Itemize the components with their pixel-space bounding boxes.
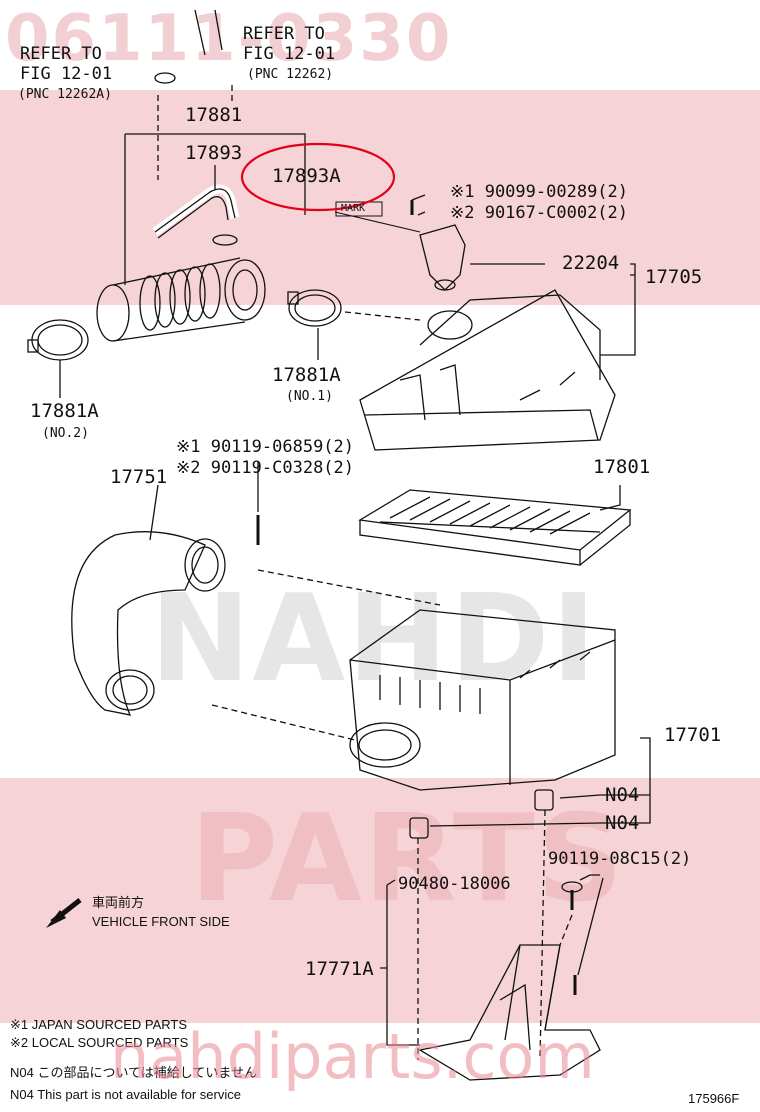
grommet-n04-b: [409, 817, 429, 839]
label-90119-08c15: 90119-08C15(2): [548, 849, 692, 869]
label-17893: 17893: [185, 142, 243, 164]
label-90480-18006: 90480-18006: [398, 874, 511, 894]
label-17771a: 17771A: [305, 958, 374, 980]
label-17801: 17801: [593, 456, 651, 478]
label-bolt-local: ※2 90167-C0002(2): [450, 203, 629, 223]
legend-n04-jp: N04 この部品については補給していません: [10, 1065, 258, 1080]
refer-right-line1: REFER TO: [243, 24, 325, 44]
label-17751: 17751: [110, 466, 168, 488]
legend-n04-en: N04 This part is not available for servi…: [10, 1087, 241, 1102]
label-n04-a: N04: [605, 784, 640, 806]
label-no2: (NO.2): [42, 426, 89, 441]
label-n04-b: N04: [605, 812, 640, 834]
label-bolt-japan: ※1 90099-00289(2): [450, 182, 629, 202]
label-screw-local: ※2 90119-C0328(2): [176, 458, 355, 478]
refer-right-line2: FIG 12-01: [243, 44, 336, 64]
intake-hose-17881: [96, 257, 266, 342]
refer-right-line3: (PNC 12262): [247, 67, 334, 82]
watermark-band-bottom: [0, 778, 760, 1023]
legend-japan-sourced: ※1 JAPAN SOURCED PARTS: [10, 1017, 188, 1032]
clamp-17881a-no1: [287, 289, 342, 327]
grommet-n04-a: [534, 789, 554, 811]
watermark-brand: NAHDI: [150, 570, 598, 709]
air-cleaner-cap-17705: [359, 289, 616, 451]
label-no1: (NO.1): [286, 389, 333, 404]
label-17881a-no2: 17881A: [30, 400, 99, 422]
watermark-band-top: [0, 90, 760, 305]
air-duct-17751: [71, 531, 226, 716]
figure-code: 175966F: [688, 1091, 740, 1106]
highlight-ellipse: [240, 142, 396, 212]
refer-left-line3: (PNC 12262A): [18, 87, 112, 102]
refer-left-line1: REFER TO: [20, 44, 102, 64]
refer-left-line2: FIG 12-01: [20, 64, 113, 84]
label-17893a: 17893A: [272, 165, 341, 187]
label-screw-japan: ※1 90119-06859(2): [176, 437, 355, 457]
air-filter-17801: [358, 489, 632, 566]
watermark-code: 06111-0330: [5, 2, 453, 76]
watermark-parts: PARTS: [190, 790, 626, 929]
clip-17893a: [212, 234, 238, 246]
label-17701: 17701: [664, 724, 722, 746]
front-side-jp: 車両前方: [92, 895, 145, 910]
label-17705: 17705: [645, 266, 703, 288]
label-22204: 22204: [562, 252, 620, 274]
label-mark: MARK: [341, 203, 366, 214]
label-17881: 17881: [185, 104, 243, 126]
air-cleaner-case-17701: [349, 609, 616, 791]
pipe-top: [194, 9, 223, 56]
mass-air-flow-sensor-22204: [419, 224, 466, 291]
bracket-17771a: [418, 944, 601, 1081]
front-side-en: VEHICLE FRONT SIDE: [92, 914, 230, 929]
clip-top: [154, 72, 176, 84]
label-17881a-no1: 17881A: [272, 364, 341, 386]
clamp-17881a-no2: [27, 319, 89, 361]
watermark-url: nahdiparts.com: [110, 1020, 595, 1093]
legend-local-sourced: ※2 LOCAL SOURCED PARTS: [10, 1035, 189, 1050]
